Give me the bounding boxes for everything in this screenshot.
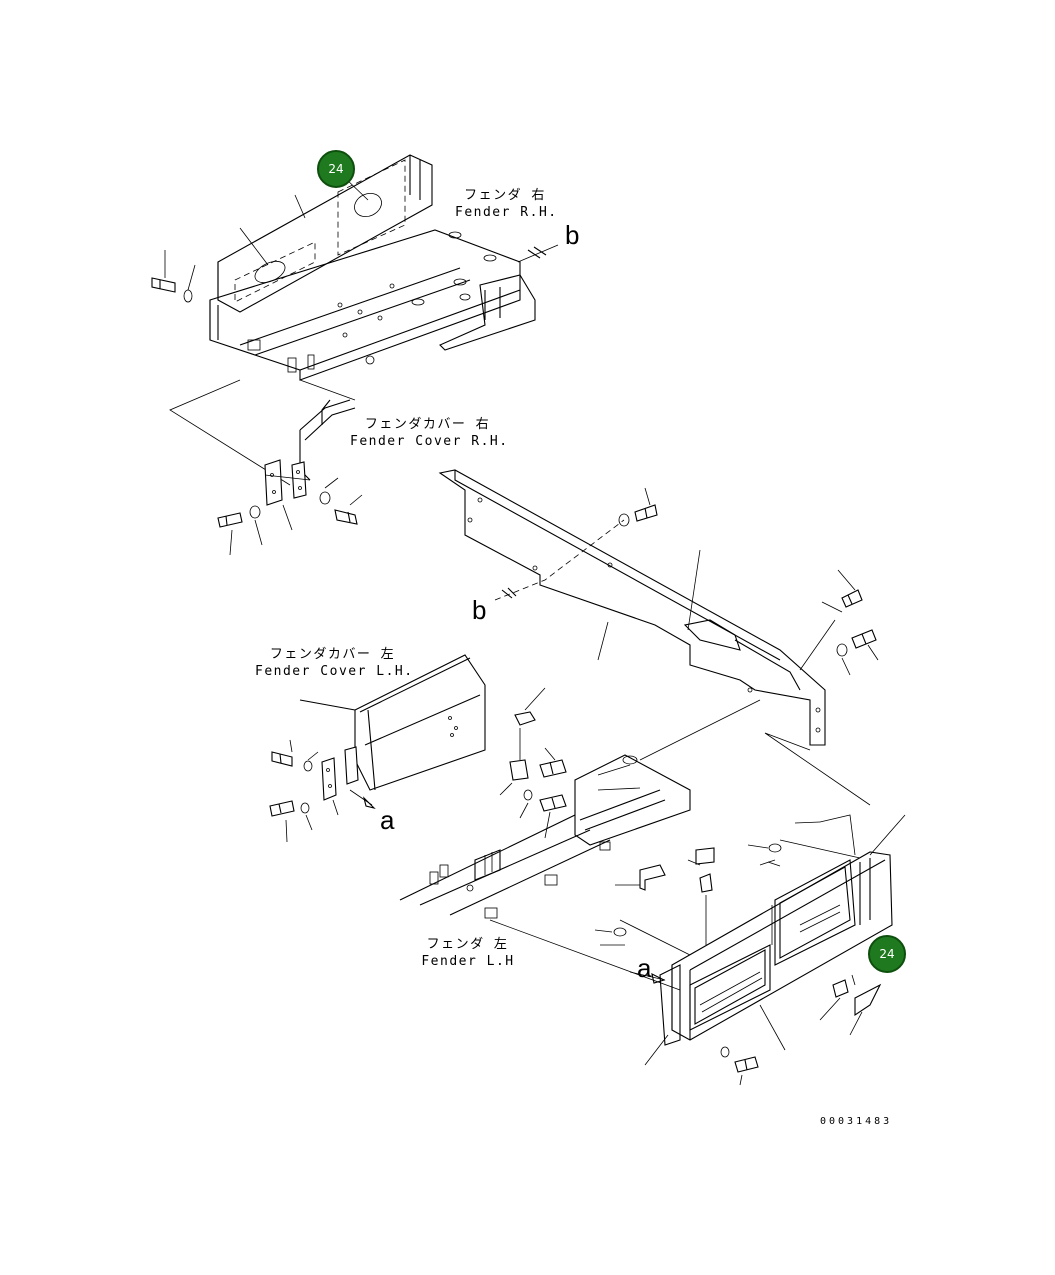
fender-lh-front-panel: [594, 814, 893, 1086]
fender-rh-assembly: [151, 154, 559, 486]
fender-rh-label-jp: フェンダ 右: [464, 188, 546, 203]
fender-lh-label-jp: フェンダ 左: [426, 937, 509, 952]
fender-cover-lh-assembly: [269, 654, 486, 843]
fender-cover-rh-assembly: [217, 399, 363, 556]
view-letter-a-left: a: [380, 805, 395, 835]
fender-lh-assembly: [399, 687, 691, 991]
center-bracket-assembly: [438, 469, 906, 856]
fender-lh-label-en: Fender L.H: [421, 954, 515, 969]
view-letter-b-top: b: [565, 220, 580, 250]
view-letter-b-middle: b: [472, 595, 487, 625]
fender-cover-rh-label-jp: フェンダカバー 右: [364, 417, 491, 432]
fender-cover-rh-label-en: Fender Cover R.H.: [350, 434, 509, 449]
drawing-number: 00031483: [820, 1116, 893, 1127]
fender-cover-lh-label-jp: フェンダカバー 左: [269, 647, 396, 662]
fender-cover-lh-label-en: Fender Cover L.H.: [255, 664, 414, 679]
callout-badge-24-bottom[interactable]: 24: [868, 935, 906, 973]
fender-rh-label-en: Fender R.H.: [455, 205, 558, 220]
view-letter-a-right: a: [637, 953, 652, 983]
callout-badge-24-top[interactable]: 24: [317, 150, 355, 188]
